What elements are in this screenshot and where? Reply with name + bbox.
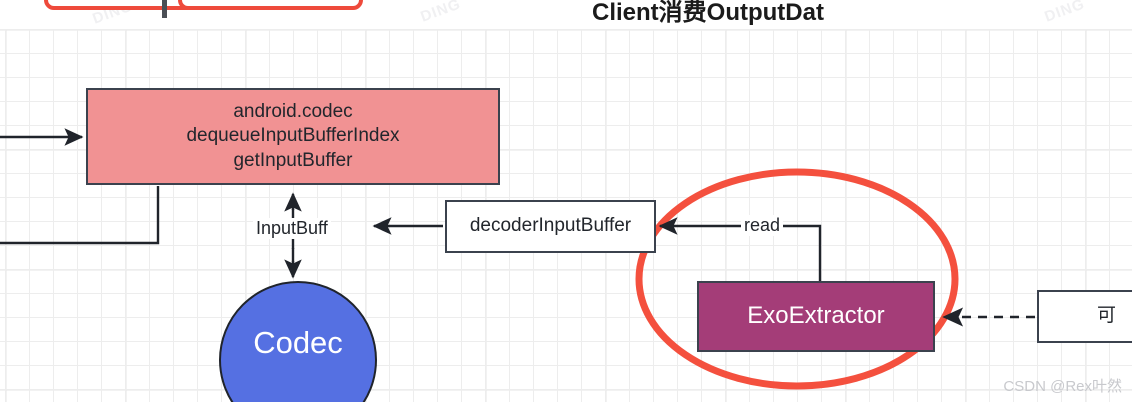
edge-label-read: read <box>741 215 784 236</box>
edge-android-codec-to-offscreen-left <box>0 186 160 245</box>
edge-label-input-buff: InputBuff <box>253 218 331 239</box>
csdn-watermark: CSDN @Rex叶然 <box>1003 378 1122 395</box>
node-right-partial[interactable]: 可 <box>1037 290 1132 343</box>
red-rounded-box-right <box>178 0 363 10</box>
node-codec[interactable]: Codec <box>219 281 377 402</box>
node-exo-extractor[interactable]: ExoExtractor <box>697 281 935 352</box>
connector-stub <box>162 0 167 18</box>
edge-read <box>658 217 822 281</box>
red-highlight-oval <box>635 168 959 390</box>
android-codec-line-1: android.codec <box>233 101 353 123</box>
android-codec-line-3: getInputBuffer <box>233 149 353 171</box>
decoder-input-buffer-label: decoderInputBuffer <box>469 215 632 237</box>
right-partial-label: 可 <box>1097 305 1117 327</box>
codec-label: Codec <box>253 325 343 360</box>
diagram-title: Client消费OutputDat <box>592 0 824 26</box>
exo-extractor-label: ExoExtractor <box>747 302 885 330</box>
node-decoder-input-buffer[interactable]: decoderInputBuffer <box>445 200 656 253</box>
node-android-codec[interactable]: android.codec dequeueInputBufferIndex ge… <box>86 88 500 185</box>
android-codec-line-2: dequeueInputBufferIndex <box>186 125 400 147</box>
